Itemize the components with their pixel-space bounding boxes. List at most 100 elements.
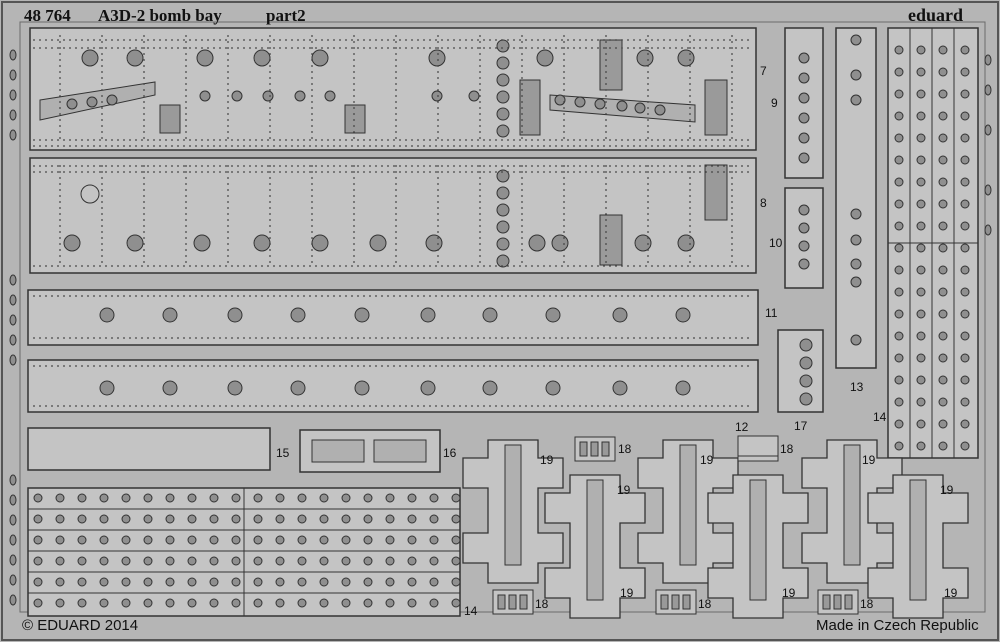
hole <box>183 47 185 49</box>
hole <box>227 41 229 43</box>
hole <box>321 47 323 49</box>
hole <box>381 139 383 141</box>
hole <box>375 295 377 297</box>
hole <box>201 139 203 141</box>
hole <box>177 337 179 339</box>
hole <box>437 35 439 37</box>
hole <box>81 145 83 147</box>
hole <box>339 295 341 297</box>
hole <box>437 189 439 191</box>
hole <box>663 139 665 141</box>
hole <box>735 39 737 41</box>
hole <box>693 165 695 167</box>
hole <box>339 139 341 141</box>
hole <box>417 295 419 297</box>
hole <box>717 405 719 407</box>
hole <box>269 53 271 55</box>
hole <box>297 165 299 167</box>
hole <box>219 405 221 407</box>
hole <box>429 577 439 587</box>
hole <box>75 337 77 339</box>
hole <box>185 219 187 221</box>
hole <box>689 125 691 127</box>
hole <box>591 165 593 167</box>
hole <box>165 556 175 566</box>
hole <box>693 365 695 367</box>
hole <box>647 113 649 115</box>
hole <box>269 59 271 61</box>
hole <box>77 493 87 503</box>
hole <box>621 365 623 367</box>
hole <box>689 201 691 203</box>
hole <box>219 165 221 167</box>
hole <box>549 295 551 297</box>
hole <box>101 237 103 239</box>
hole <box>101 35 103 37</box>
hole <box>645 47 647 49</box>
hole <box>705 165 707 167</box>
hole <box>563 101 565 103</box>
hole <box>693 39 695 41</box>
hole <box>59 107 61 109</box>
hole <box>651 145 653 147</box>
hole <box>699 165 701 167</box>
hole <box>451 598 461 608</box>
hole <box>585 295 587 297</box>
hole <box>275 556 285 566</box>
hole <box>459 171 461 173</box>
hole <box>183 39 185 41</box>
hole <box>353 177 355 179</box>
hole <box>303 39 305 41</box>
hole <box>723 171 725 173</box>
vent <box>9 109 17 121</box>
hole <box>381 171 383 173</box>
hole <box>393 165 395 167</box>
hole <box>59 71 61 73</box>
tab-slot <box>508 594 517 610</box>
hole <box>69 139 71 141</box>
hole <box>567 337 569 339</box>
hole <box>185 237 187 239</box>
hole <box>555 165 557 167</box>
hole <box>141 337 143 339</box>
hole <box>645 337 647 339</box>
hole <box>225 405 227 407</box>
hole <box>521 183 523 185</box>
hole <box>605 201 607 203</box>
hole <box>201 337 203 339</box>
hole <box>675 139 677 141</box>
hole <box>603 47 605 49</box>
hole <box>51 265 53 267</box>
hole <box>561 145 563 147</box>
hole <box>387 39 389 41</box>
hole <box>51 365 53 367</box>
hole <box>561 295 563 297</box>
hole <box>689 65 691 67</box>
hole <box>938 309 948 319</box>
hole <box>93 47 95 49</box>
hole <box>612 307 628 323</box>
part-number-13: 13 <box>850 380 864 394</box>
hole <box>269 119 271 121</box>
hole <box>496 186 510 200</box>
hole <box>143 77 145 79</box>
hole <box>894 133 904 143</box>
bracket-spine <box>679 444 697 566</box>
hole <box>521 77 523 79</box>
hole <box>636 49 654 67</box>
hole <box>916 199 926 209</box>
hole <box>333 39 335 41</box>
hole <box>297 171 299 173</box>
hole <box>477 39 479 41</box>
hole <box>279 145 281 147</box>
hole <box>597 145 599 147</box>
hole <box>261 171 263 173</box>
hole <box>647 47 649 49</box>
hole <box>549 265 551 267</box>
hole <box>369 47 371 49</box>
hole <box>731 131 733 133</box>
hole <box>639 139 641 141</box>
hole <box>705 265 707 267</box>
hole <box>237 295 239 297</box>
hole <box>87 365 89 367</box>
